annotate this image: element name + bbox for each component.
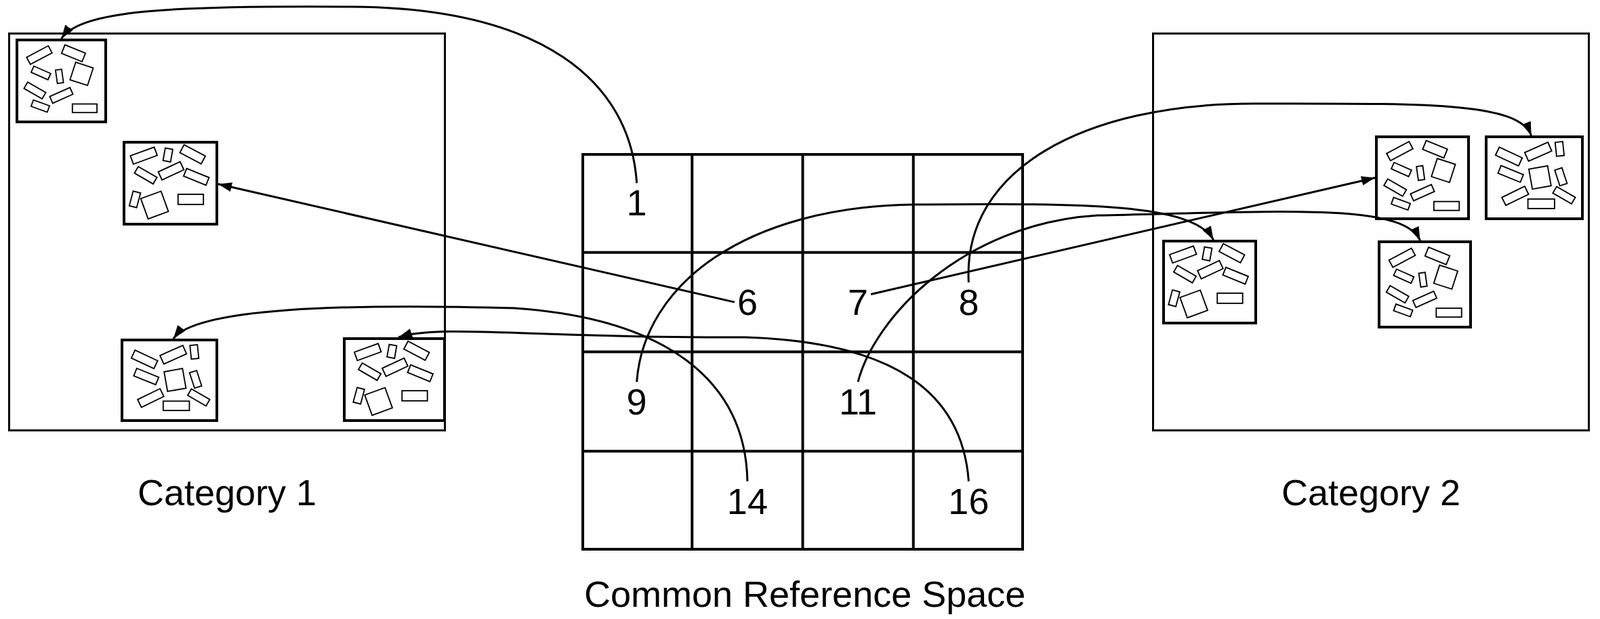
category-label: Category 1 bbox=[10, 474, 444, 511]
cell-number: 14 bbox=[727, 483, 768, 520]
grid-lines bbox=[581, 153, 1024, 551]
cell-number: 11 bbox=[838, 383, 877, 421]
grid-cell: 14 bbox=[724, 481, 771, 522]
connector-arrow bbox=[637, 203, 1214, 382]
connector-arrow bbox=[218, 184, 735, 303]
grid-cell: 9 bbox=[624, 382, 650, 422]
image-thumbnail bbox=[342, 337, 446, 423]
reference-grid: Common Reference Space16789111416 bbox=[581, 153, 1024, 551]
grid-title: Common Reference Space bbox=[584, 576, 1022, 613]
cell-number: 6 bbox=[737, 283, 758, 321]
image-thumbnail bbox=[120, 338, 219, 423]
cell-number: 9 bbox=[626, 383, 648, 421]
connector-arrow bbox=[870, 178, 1376, 295]
category-panel: Category 2 bbox=[1152, 32, 1590, 432]
category-label: Category 2 bbox=[1154, 474, 1588, 511]
connector-arrow bbox=[857, 212, 1421, 383]
connector-arrow bbox=[968, 103, 1532, 283]
grid-cell: 8 bbox=[955, 282, 982, 322]
cell-number: 7 bbox=[847, 283, 869, 321]
grid-cell: 11 bbox=[836, 382, 880, 422]
image-thumbnail bbox=[1484, 135, 1584, 221]
connector-arrow bbox=[173, 306, 748, 482]
cell-number: 16 bbox=[948, 483, 989, 520]
image-thumbnail bbox=[122, 140, 219, 226]
grid-cell: 7 bbox=[845, 282, 871, 322]
connector-arrow bbox=[398, 332, 969, 482]
grid-cell: 6 bbox=[734, 282, 761, 322]
cell-number: 1 bbox=[626, 184, 648, 221]
image-thumbnail bbox=[1377, 240, 1472, 329]
image-thumbnail bbox=[1162, 239, 1258, 325]
image-thumbnail bbox=[1375, 135, 1470, 221]
image-thumbnail bbox=[15, 38, 108, 124]
cell-number: 8 bbox=[958, 283, 979, 321]
grid-cell: 16 bbox=[945, 481, 992, 522]
grid-cell: 1 bbox=[624, 182, 650, 223]
category-panel: Category 1 bbox=[8, 32, 446, 432]
